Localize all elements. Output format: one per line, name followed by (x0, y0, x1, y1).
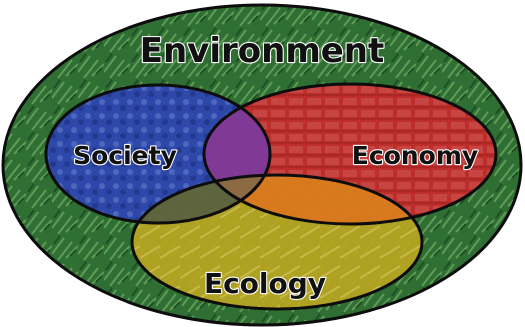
economy-label: Economy (352, 141, 478, 170)
ecology-label: Ecology (204, 267, 326, 300)
society-ecology-overlap (132, 175, 270, 223)
diagram-title: Environment (140, 31, 385, 71)
society-label: Society (73, 141, 177, 170)
